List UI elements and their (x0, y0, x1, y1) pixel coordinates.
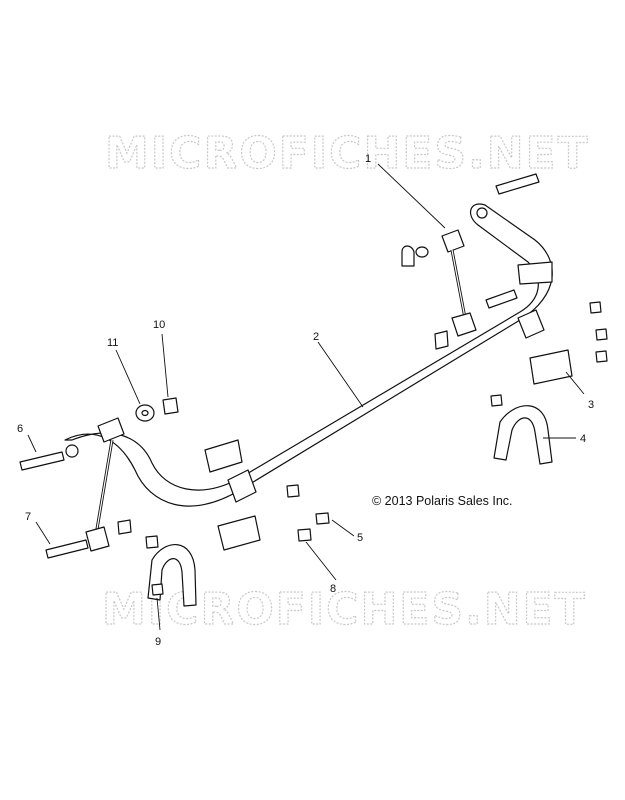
callout-9: 9 (155, 636, 161, 648)
callout-11: 11 (107, 337, 118, 349)
copyright-text: © 2013 Polaris Sales Inc. (372, 494, 513, 508)
watermark-top: MICROFICHES.NET (105, 128, 590, 179)
callout-4: 4 (580, 433, 586, 445)
callout-2: 2 (313, 331, 319, 343)
bushings-clamps (145, 261, 608, 607)
callout-3: 3 (588, 399, 594, 411)
watermark-bottom: MICROFICHES.NET (102, 584, 587, 635)
callout-7: 7 (25, 511, 31, 523)
link-rod-right (401, 173, 540, 350)
link-rod-left (19, 397, 179, 559)
callout-8: 8 (330, 583, 336, 595)
callout-1: 1 (365, 153, 371, 165)
callout-5: 5 (357, 532, 363, 544)
stabilizer-bar (64, 203, 553, 507)
callout-6: 6 (17, 423, 23, 435)
callout-10: 10 (153, 319, 165, 331)
leader-lines (27, 163, 585, 631)
